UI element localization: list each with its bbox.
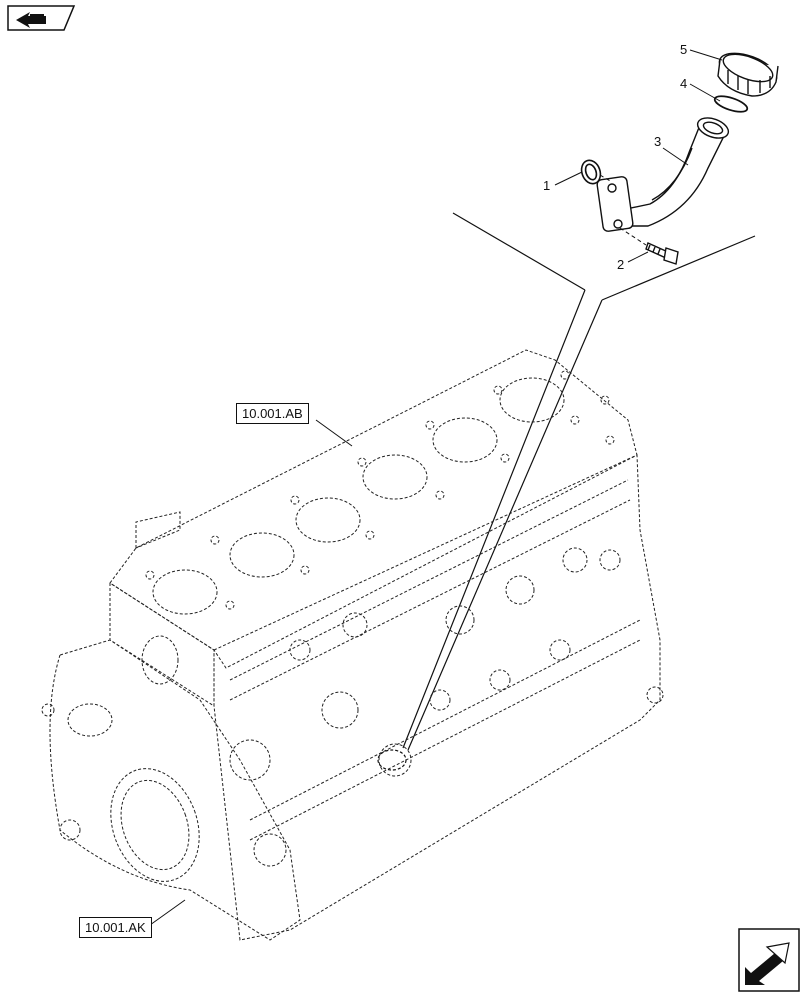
detail-leader-lines [402, 212, 756, 751]
reference-10-001-ab[interactable]: 10.001.AB [236, 403, 309, 424]
callout-leaders [554, 49, 723, 263]
callout-3[interactable]: 3 [654, 134, 662, 149]
bolt [645, 242, 679, 265]
callout-5[interactable]: 5 [680, 42, 688, 57]
oil-filler-cap [717, 52, 779, 97]
o-ring [713, 95, 749, 113]
callout-1[interactable]: 1 [543, 178, 551, 193]
engine-block-outline [41, 349, 664, 941]
callout-4[interactable]: 4 [680, 76, 688, 91]
callout-2[interactable]: 2 [617, 257, 625, 272]
filler-port [377, 749, 407, 771]
reference-10-001-ak[interactable]: 10.001.AK [79, 917, 152, 938]
folder-arrow-icon[interactable] [6, 4, 76, 32]
filler-tube [596, 117, 730, 232]
gasket-ring [580, 159, 602, 185]
reference-leaders [149, 419, 353, 926]
next-page-arrow-icon[interactable] [737, 927, 801, 993]
